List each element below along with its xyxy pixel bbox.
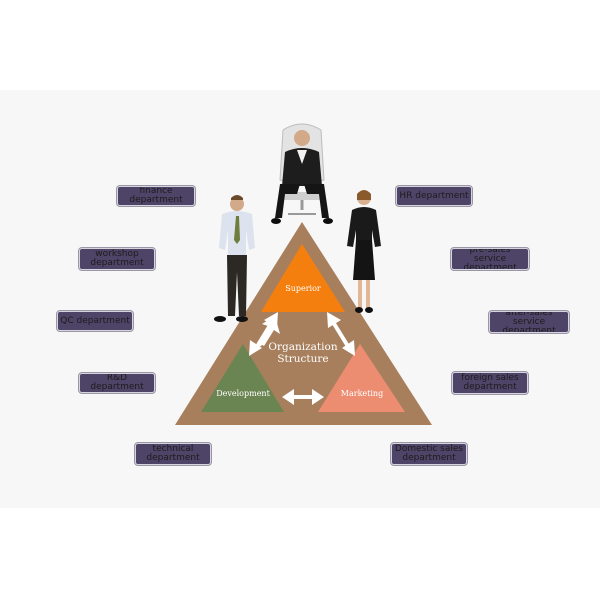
- standing-man-figure: [214, 195, 255, 322]
- arrow-left: [249, 312, 280, 356]
- center-title-line2: Structure: [277, 353, 328, 365]
- dept-qc[interactable]: QC department: [56, 310, 134, 332]
- dept-domestic-sales[interactable]: Domestic sales department: [390, 442, 468, 466]
- marketing-triangle: [318, 344, 405, 412]
- dept-after-sales[interactable]: after-sales service department: [488, 310, 570, 334]
- marketing-label: Marketing: [341, 389, 383, 398]
- development-label: Development: [216, 389, 270, 398]
- arrow-bottom: [282, 389, 324, 405]
- dept-workshop[interactable]: workshop department: [78, 247, 156, 271]
- org-diagram: Organization Structure Superior Developm…: [175, 123, 432, 425]
- superior-triangle: [261, 244, 345, 312]
- dept-technical[interactable]: technical department: [134, 442, 212, 466]
- dept-hr[interactable]: HR department: [395, 185, 473, 207]
- center-title-line1: Organization: [268, 341, 337, 353]
- standing-woman-figure: [347, 190, 381, 313]
- diagram-canvas: Organization Structure Superior Developm…: [0, 90, 600, 508]
- arrow-right: [327, 312, 355, 356]
- dept-finance[interactable]: finance department: [116, 185, 196, 207]
- dept-rnd[interactable]: R&D department: [78, 372, 156, 394]
- development-triangle: [201, 344, 284, 412]
- dept-pre-sales[interactable]: pre-sales service department: [450, 247, 530, 271]
- superior-label: Superior: [285, 284, 321, 293]
- dept-foreign-sales[interactable]: foreign sales department: [451, 371, 529, 395]
- seated-person-figure: [271, 123, 333, 224]
